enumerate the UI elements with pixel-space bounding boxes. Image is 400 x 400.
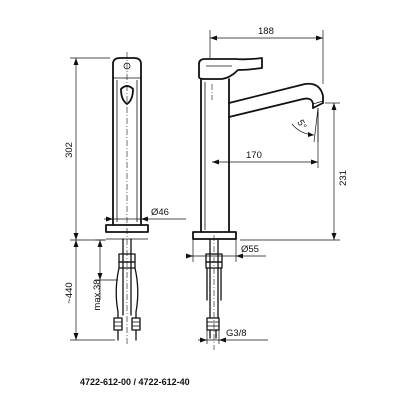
body-diameter-label: Ø46 (151, 207, 169, 218)
dimension-max38: max.38 (92, 239, 118, 311)
height-302-label: 302 (64, 142, 75, 158)
dimension-angle: 5° (291, 107, 319, 143)
width-188-label: 188 (258, 26, 274, 37)
dimension-188: 188 (209, 26, 324, 84)
base-diameter-label: Ø55 (241, 244, 259, 255)
front-view (105, 52, 149, 345)
dimension-440: ~440 (64, 240, 115, 341)
dimension-thread: G3/8 (198, 328, 268, 344)
thread-label: G3/8 (226, 328, 247, 339)
dimension-d55: Ø55 (186, 238, 266, 262)
total-depth-label: ~440 (64, 282, 75, 303)
dimension-231: 231 (240, 102, 349, 241)
spout-angle-label: 5° (294, 118, 308, 132)
spout-reach-label: 170 (246, 150, 262, 161)
dimension-302: 302 (64, 57, 110, 241)
dimension-170: 170 (212, 108, 319, 168)
model-numbers: 4722-612-00 / 4722-612-40 (80, 377, 190, 387)
dimension-d46: Ø46 (104, 207, 186, 222)
spout-height-label: 231 (338, 170, 349, 186)
max-thickness-label: max.38 (92, 279, 103, 310)
side-view (192, 57, 324, 350)
